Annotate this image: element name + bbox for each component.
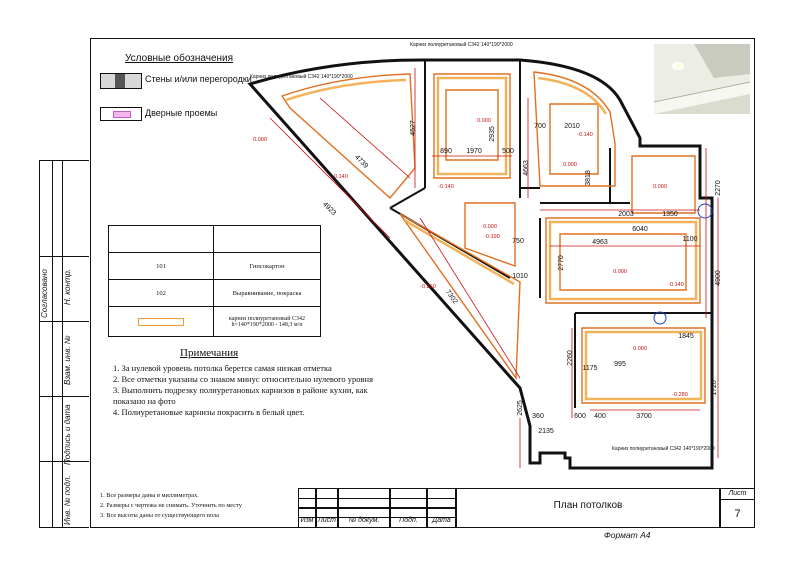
dim-label: 890 (440, 148, 452, 155)
footnote: 3. Все высоты даны от существующего пола (100, 512, 219, 519)
dim-label: 2270 (715, 180, 722, 196)
sheet-number: 7 (734, 508, 741, 520)
stamp-col-label: Дата (432, 517, 451, 524)
side-label-replace-inv: Взам. инв. № (63, 335, 72, 385)
dim-label: 2260 (567, 350, 574, 366)
material-code: 102 (108, 279, 214, 307)
dim-label: 3818 (585, 170, 592, 186)
dim-label: 600 (574, 413, 586, 420)
stamp-col-label: Лист (317, 517, 337, 524)
note-item: 3. Выполнить подрезку полиуретановых кар… (113, 385, 368, 395)
dim-label: 4663 (523, 160, 530, 176)
dim-label: 2135 (538, 428, 554, 435)
dim-label: 4923 (321, 201, 337, 217)
dim-label: 1010 (512, 273, 528, 280)
level-label: 0.000 (633, 346, 647, 352)
sheet-label: Лист (728, 490, 747, 497)
level-label: -0.190 (484, 234, 500, 240)
level-label: -0.140 (668, 282, 684, 288)
level-label: -0.140 (577, 132, 593, 138)
cornice-callout: Карниз полиуретановый С342 140*190*2000 (410, 41, 513, 48)
door-swatch (100, 107, 142, 121)
side-label-inv-original: Инв. № подл. (63, 475, 72, 525)
material-name: Гипсокартон (213, 252, 321, 280)
paper-format: Формат А4 (604, 530, 651, 540)
note-item: 2. Все отметки указаны со знаком минус о… (113, 374, 373, 384)
dim-label: 2770 (558, 255, 565, 271)
level-label: 0.000 (653, 184, 667, 190)
level-label: 0.000 (563, 162, 577, 168)
level-label: -0.140 (332, 174, 348, 180)
dim-label: 400 (594, 413, 606, 420)
material-code: 101 (108, 252, 214, 280)
level-label: 0.000 (613, 269, 627, 275)
legend-walls-label: Стены и/или перегородки (145, 74, 252, 84)
side-stamp-strip (39, 160, 89, 528)
legend-title: Условные обозначения (125, 53, 234, 64)
dim-label: 2625 (517, 400, 524, 416)
wall-swatch (100, 73, 142, 89)
cornice-callout: Карниз полиуретановый С342 140*190*2000 (250, 73, 353, 80)
level-label: 0.000 (253, 137, 267, 143)
level-label: -0.280 (672, 392, 688, 398)
drawing-title: План потолков (553, 500, 623, 511)
dim-label: 995 (614, 361, 626, 368)
dim-label: 4527 (410, 120, 417, 136)
dim-label: 2003 (618, 211, 634, 218)
dim-label: 1100 (682, 236, 697, 243)
footnote: 1. Все размеры даны в миллиметрах. (100, 492, 199, 499)
ceiling-plan: 4923 4739 4527 2935 890 1970 500 4663 38… (247, 41, 722, 470)
dim-label: 1720 (711, 380, 718, 396)
note-item: 1. За нулевой уровень потолка берется са… (113, 363, 332, 373)
dim-label: 1175 (582, 365, 597, 372)
dim-label: 750 (512, 238, 524, 245)
dim-label: 4963 (592, 239, 608, 246)
note-item: 4. Полиуретановые карнизы покрасить в бе… (113, 407, 305, 417)
dim-label: 6040 (632, 226, 648, 233)
dim-label: 1845 (678, 333, 694, 340)
side-label-norm-control: Н. контр. (63, 268, 72, 305)
dim-label: 1970 (466, 148, 482, 155)
cornice-swatch-cell (108, 306, 214, 337)
side-label-signature-date: Подпись и дата (63, 404, 72, 465)
footnote: 2. Размеры с чертежа не снимать. Уточнит… (100, 502, 242, 509)
dim-label: 700 (534, 123, 546, 130)
title-block: Изм Лист № докум. Подп. Дата План потолк… (298, 488, 755, 528)
material-name: карниз полиуретановый С342 h=140*190*200… (213, 306, 321, 337)
level-label: -0.260 (420, 284, 436, 290)
notes-title: Примечания (180, 347, 239, 359)
stamp-col-label: Подп. (399, 517, 418, 524)
material-name: Выравнивание, покраска (213, 279, 321, 307)
legend-doors-label: Дверные проемы (145, 108, 218, 118)
note-item: показано на фото (113, 396, 176, 406)
dim-label: 1350 (662, 211, 678, 218)
level-label: -0.140 (438, 184, 454, 190)
cornice-callout: Карниз полиуретановый С342 140*190*2000 (612, 445, 715, 452)
dim-label: 3700 (636, 413, 652, 420)
dim-label: 2935 (489, 126, 496, 142)
stamp-col-label: Изм (300, 517, 314, 524)
level-label: 0.000 (483, 224, 497, 230)
stamp-col-label: № докум. (348, 517, 380, 524)
cornice-photo (653, 44, 751, 114)
dim-label: 500 (502, 148, 514, 155)
side-label-agreed: Согласовано (40, 269, 49, 318)
dim-label: 2010 (564, 123, 580, 130)
dim-label: 360 (532, 413, 544, 420)
dim-label: 4900 (715, 270, 722, 286)
level-label: 0.000 (477, 118, 491, 124)
